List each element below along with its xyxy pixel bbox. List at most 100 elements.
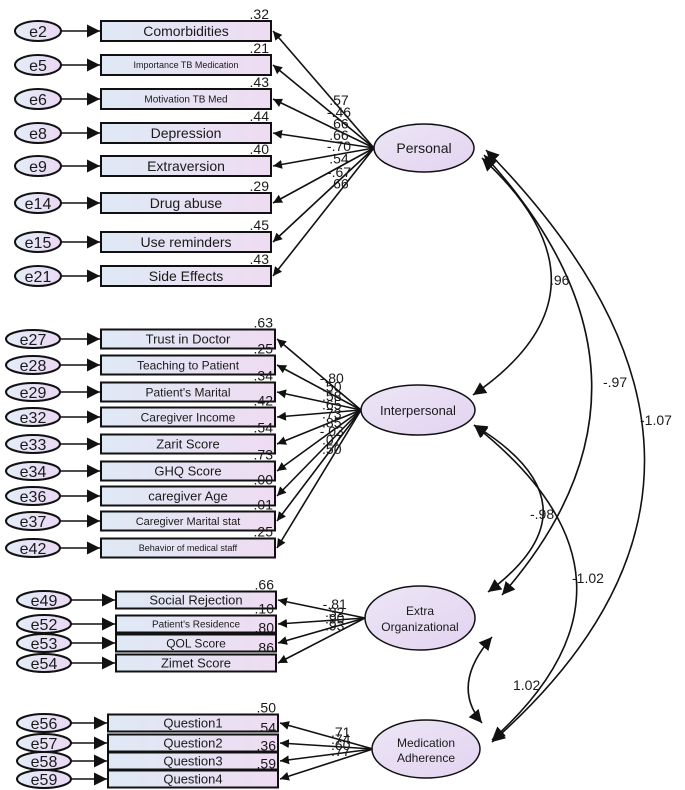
loading-label: .50	[322, 441, 342, 457]
loading-path	[279, 748, 374, 765]
r-squared-label: .25	[254, 341, 274, 357]
indicator-box	[100, 231, 272, 253]
loading-path	[277, 617, 366, 664]
loading-path	[276, 409, 362, 549]
indicator-label: Question1	[163, 716, 222, 731]
error-term	[16, 769, 72, 789]
indicator-label: Question3	[163, 754, 222, 769]
indicator-box	[107, 713, 279, 733]
loading-path	[272, 147, 375, 277]
error-term	[5, 329, 61, 349]
loading-label: .32	[325, 604, 345, 620]
loading-label: .74	[331, 731, 351, 747]
loading-path	[272, 30, 375, 149]
r-squared-label: .36	[257, 738, 277, 754]
indicator-label: GHQ Score	[154, 464, 221, 479]
cov-personal-extra	[483, 154, 593, 596]
indicator-box	[100, 510, 276, 532]
indicator-box	[100, 192, 272, 214]
r-squared-label: .25	[254, 524, 274, 540]
corr-extra-med: 1.02	[513, 677, 540, 693]
loading-label: .66	[329, 127, 349, 143]
error-term-label: e36	[20, 489, 47, 506]
r-squared-label: .43	[250, 74, 270, 90]
latent-medication-adherence: Medication Adherence	[371, 719, 481, 779]
loading-path	[279, 748, 374, 781]
error-term	[14, 54, 62, 76]
error-term-label: e56	[31, 716, 58, 733]
loading-label: .54	[329, 151, 349, 167]
error-term-label: e27	[20, 332, 47, 349]
cov-extra-med	[467, 636, 493, 724]
indicator-label: Patient's Marital	[146, 385, 231, 399]
r-squared-label: .01	[254, 497, 274, 513]
error-term-label: e6	[29, 92, 47, 109]
error-term-label: e52	[31, 617, 58, 634]
r-squared-label: .32	[250, 6, 270, 22]
indicator-label: Social Rejection	[149, 593, 242, 608]
error-term	[16, 713, 72, 733]
latent-extra-label-2: Organizational	[381, 620, 458, 634]
error-term	[5, 511, 61, 531]
indicator-label: Side Effects	[149, 268, 223, 284]
latent-interpersonal: Interpersonal	[360, 384, 476, 436]
indicator-label: Use reminders	[140, 234, 231, 250]
indicator-box	[100, 328, 276, 350]
loading-label: .65	[322, 396, 342, 412]
corr-personal-interpersonal: .96	[550, 272, 570, 288]
error-term-label: e29	[20, 385, 47, 402]
error-term-label: e14	[25, 196, 52, 213]
error-term	[14, 265, 62, 287]
loading-path	[276, 409, 362, 522]
r-squared-label: .00	[254, 472, 274, 488]
r-squared-label: .80	[255, 620, 275, 636]
loading-label: -.67	[327, 164, 351, 180]
indicator-box	[100, 381, 276, 403]
error-term-label: e42	[20, 541, 47, 558]
indicator-box	[115, 633, 277, 653]
error-term	[16, 633, 72, 653]
indicator-label: QOL Score	[166, 636, 226, 650]
r-squared-label: .59	[257, 756, 277, 772]
error-term-label: e54	[31, 656, 58, 673]
error-term-label: e32	[20, 410, 47, 427]
loading-label: .90	[325, 611, 345, 627]
loading-path	[279, 739, 374, 750]
latent-personal-label: Personal	[396, 140, 451, 156]
error-term	[14, 192, 62, 214]
indicator-box	[115, 614, 277, 634]
r-squared-label: .10	[255, 601, 275, 617]
error-term	[14, 122, 62, 144]
loading-path	[277, 597, 366, 619]
corr-interpersonal-extra: -.98	[530, 506, 554, 522]
r-squared-label: .54	[254, 420, 274, 436]
indicator-box	[100, 460, 276, 482]
loading-path	[276, 409, 362, 445]
indicator-box	[100, 433, 276, 455]
loading-path	[272, 147, 375, 204]
latent-personal: Personal	[373, 123, 475, 173]
indicator-label: Motivation TB Med	[144, 95, 227, 106]
indicator-box	[115, 653, 277, 673]
loading-label: .66	[329, 176, 349, 192]
indicator-box	[100, 354, 276, 376]
latent-interpersonal-label: Interpersonal	[380, 403, 456, 418]
indicator-label: Zarit Score	[156, 437, 220, 452]
r-squared-label: .29	[250, 178, 270, 194]
error-term-label: e2	[29, 24, 47, 41]
indicator-box	[100, 537, 276, 559]
error-term-label: e33	[20, 437, 47, 454]
error-term-label: e8	[29, 126, 47, 143]
indicator-label: Patient's Residence	[152, 620, 241, 631]
r-squared-label: .54	[257, 720, 277, 736]
indicator-label: Question2	[163, 736, 222, 751]
error-term	[16, 590, 72, 610]
error-term	[14, 20, 62, 42]
r-squared-label: .86	[255, 640, 275, 656]
indicator-box	[100, 155, 272, 177]
indicator-label: Importance TB Medication	[134, 60, 239, 70]
error-term-label: e57	[31, 736, 58, 753]
